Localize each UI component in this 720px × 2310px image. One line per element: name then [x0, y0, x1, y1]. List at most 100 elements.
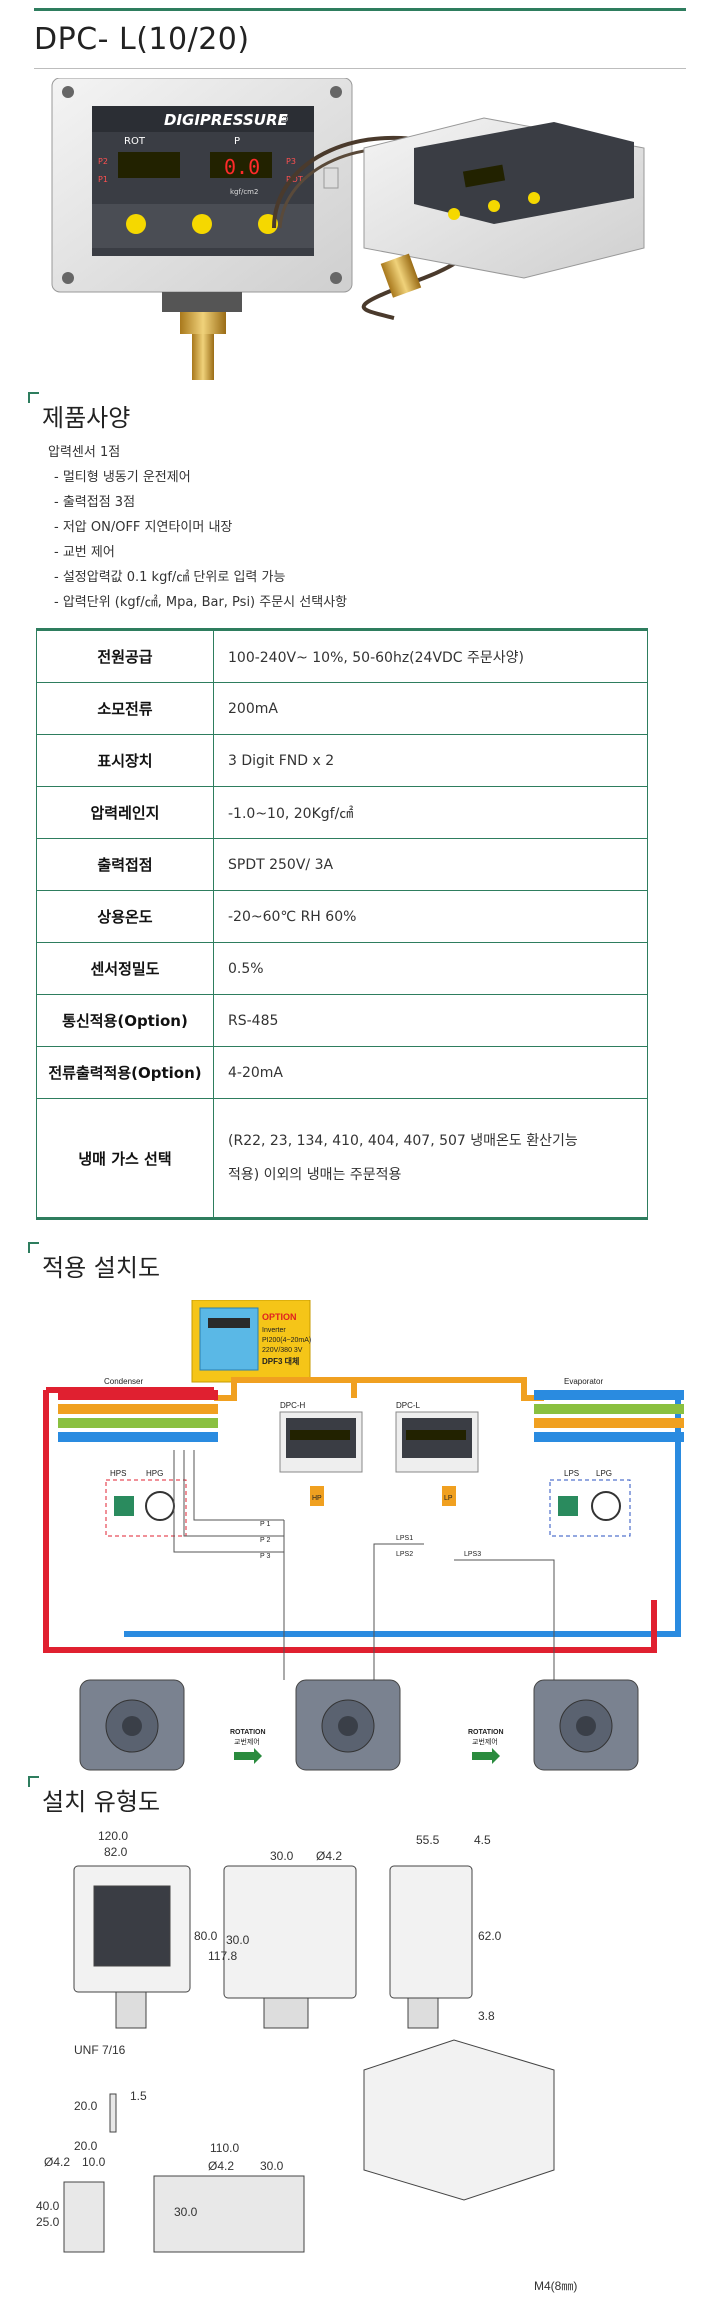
- condenser-coil: Condenser: [58, 1377, 218, 1442]
- feature-list: 압력센서 1점 - 멀티형 냉동기 운전제어 - 출력접점 3점 - 저압 ON…: [48, 440, 347, 615]
- svg-text:82.0: 82.0: [104, 1845, 128, 1859]
- svg-text:UNF 7/16: UNF 7/16: [74, 2043, 126, 2057]
- large-unit-photo: DIGIPRESSURE ® ROT P 0.0 P2 P1 P3 ROT kg…: [51, 78, 353, 380]
- svg-text:Condenser: Condenser: [104, 1377, 143, 1386]
- spec-value: (R22, 23, 134, 410, 404, 407, 507 냉매온도 환…: [213, 1098, 648, 1219]
- spec-section-title: 제품사양: [28, 392, 130, 433]
- svg-text:HPS: HPS: [110, 1469, 126, 1478]
- rotation-label-1: ROTATION 교번제어: [230, 1729, 266, 1764]
- option-box: OPTION Inverter PI200(4~20mA) 220V/380 3…: [191, 1300, 311, 1383]
- svg-text:ROT: ROT: [286, 175, 303, 184]
- svg-text:Inverter: Inverter: [262, 1327, 286, 1334]
- svg-text:HP: HP: [312, 1495, 322, 1502]
- feature-item: - 출력접점 3점: [54, 495, 136, 510]
- spec-value: 200mA: [213, 682, 648, 735]
- high-pressure-gauges: HPS HPG: [105, 1469, 187, 1537]
- svg-text:M4(8㎜): M4(8㎜): [534, 2279, 577, 2293]
- compressor-1: [79, 1679, 185, 1771]
- gas-line-2: 적용) 이외의 냉매는 주문적용: [228, 1167, 402, 1183]
- svg-text:30.0: 30.0: [226, 1933, 250, 1947]
- svg-text:®: ®: [280, 115, 289, 125]
- svg-text:P1: P1: [98, 175, 108, 184]
- spec-key: 출력접점: [36, 838, 214, 891]
- svg-text:P 3: P 3: [260, 1553, 270, 1560]
- spec-key: 통신적용(Option): [36, 994, 214, 1047]
- spec-key: 상용온도: [36, 890, 214, 943]
- svg-text:25.0: 25.0: [36, 2215, 60, 2229]
- svg-text:P2: P2: [98, 157, 108, 166]
- svg-text:HPG: HPG: [146, 1469, 163, 1478]
- svg-text:Ø4.2: Ø4.2: [316, 1849, 342, 1863]
- compressor-2: [295, 1679, 401, 1771]
- svg-text:0.0: 0.0: [224, 155, 260, 179]
- spec-value: 4-20mA: [213, 1046, 648, 1099]
- top-accent-bar: [34, 8, 686, 11]
- spec-key: 전류출력적용(Option): [36, 1046, 214, 1099]
- svg-text:PI200(4~20mA): PI200(4~20mA): [262, 1337, 311, 1344]
- svg-text:10.0: 10.0: [82, 2155, 106, 2169]
- feature-item: - 압력단위 (kgf/㎠, Mpa, Bar, Psi) 주문시 선택사항: [54, 595, 348, 610]
- spec-key: 냉매 가스 선택: [36, 1098, 214, 1219]
- feature-item: - 설정압력값 0.1 kgf/㎠ 단위로 입력 가능: [54, 570, 286, 585]
- svg-text:LPS2: LPS2: [396, 1551, 413, 1558]
- svg-text:DPF3 대체: DPF3 대체: [262, 1356, 299, 1366]
- compressor-3: [533, 1679, 639, 1771]
- spec-value: -20~60℃ RH 60%: [213, 890, 648, 943]
- svg-text:LPS1: LPS1: [396, 1535, 413, 1542]
- gas-line-1: (R22, 23, 134, 410, 404, 407, 507 냉매온도 환…: [228, 1133, 578, 1149]
- svg-text:120.0: 120.0: [98, 1829, 128, 1843]
- svg-text:DPC-L: DPC-L: [396, 1401, 421, 1410]
- evaporator-coil: Evaporator: [534, 1377, 684, 1442]
- spec-key: 전원공급: [36, 629, 214, 683]
- svg-text:80.0: 80.0: [194, 1929, 218, 1943]
- spec-value: RS-485: [213, 994, 648, 1047]
- svg-text:교번제어: 교번제어: [472, 1737, 498, 1746]
- spec-key: 표시장치: [36, 734, 214, 787]
- svg-text:OPTION: OPTION: [262, 1312, 297, 1322]
- table-row: 통신적용(Option)RS-485: [36, 994, 648, 1047]
- hero-brand: DIGIPRESSURE: [164, 111, 289, 129]
- svg-text:220V/380 3V: 220V/380 3V: [262, 1347, 303, 1354]
- table-row: 전류출력적용(Option)4-20mA: [36, 1046, 648, 1099]
- dimension-drawings: 120.0 82.0 80.0 117.8 UNF 7/16 30.0 Ø4.2…: [36, 1829, 577, 2293]
- svg-text:117.8: 117.8: [208, 1949, 237, 1963]
- spec-value: 0.5%: [213, 942, 648, 995]
- type-section-title: 설치 유형도: [28, 1776, 160, 1817]
- svg-text:30.0: 30.0: [174, 2205, 198, 2219]
- svg-text:DPC-H: DPC-H: [280, 1401, 306, 1410]
- installation-diagram: OPTION Inverter PI200(4~20mA) 220V/380 3…: [43, 1300, 684, 1771]
- svg-text:ROTATION: ROTATION: [468, 1729, 504, 1736]
- title-divider: [34, 68, 686, 69]
- svg-text:55.5: 55.5: [416, 1833, 440, 1847]
- spec-value: 100-240V~ 10%, 50-60hz(24VDC 주문사양): [213, 629, 648, 683]
- low-pressure-gauges: LPS LPG: [549, 1469, 631, 1537]
- svg-text:Ø4.2: Ø4.2: [44, 2155, 70, 2169]
- svg-text:교번제어: 교번제어: [234, 1737, 260, 1746]
- svg-text:4.5: 4.5: [474, 1833, 491, 1847]
- dpc-h-unit: DPC-H HP: [279, 1401, 363, 1506]
- svg-text:20.0: 20.0: [74, 2099, 98, 2113]
- svg-text:Ø4.2: Ø4.2: [208, 2159, 234, 2173]
- install-section-title: 적용 설치도: [28, 1242, 160, 1283]
- svg-text:40.0: 40.0: [36, 2199, 60, 2213]
- svg-text:30.0: 30.0: [260, 2159, 284, 2173]
- table-row: 상용온도-20~60℃ RH 60%: [36, 890, 648, 943]
- svg-text:LPS: LPS: [564, 1469, 579, 1478]
- svg-text:kgf/cm2: kgf/cm2: [230, 188, 258, 196]
- svg-text:ROTATION: ROTATION: [230, 1729, 266, 1736]
- product-photos: DIGIPRESSURE ® ROT P 0.0 P2 P1 P3 ROT kg…: [51, 78, 645, 380]
- svg-text:P: P: [234, 136, 240, 147]
- svg-text:P3: P3: [286, 157, 296, 166]
- svg-text:3.8: 3.8: [478, 2009, 495, 2023]
- rotation-label-2: ROTATION 교번제어: [468, 1729, 504, 1764]
- spec-key: 압력레인지: [36, 786, 214, 839]
- feature-item: - 교번 제어: [54, 545, 115, 560]
- feature-item: - 멀티형 냉동기 운전제어: [54, 470, 191, 485]
- svg-text:30.0: 30.0: [270, 1849, 294, 1863]
